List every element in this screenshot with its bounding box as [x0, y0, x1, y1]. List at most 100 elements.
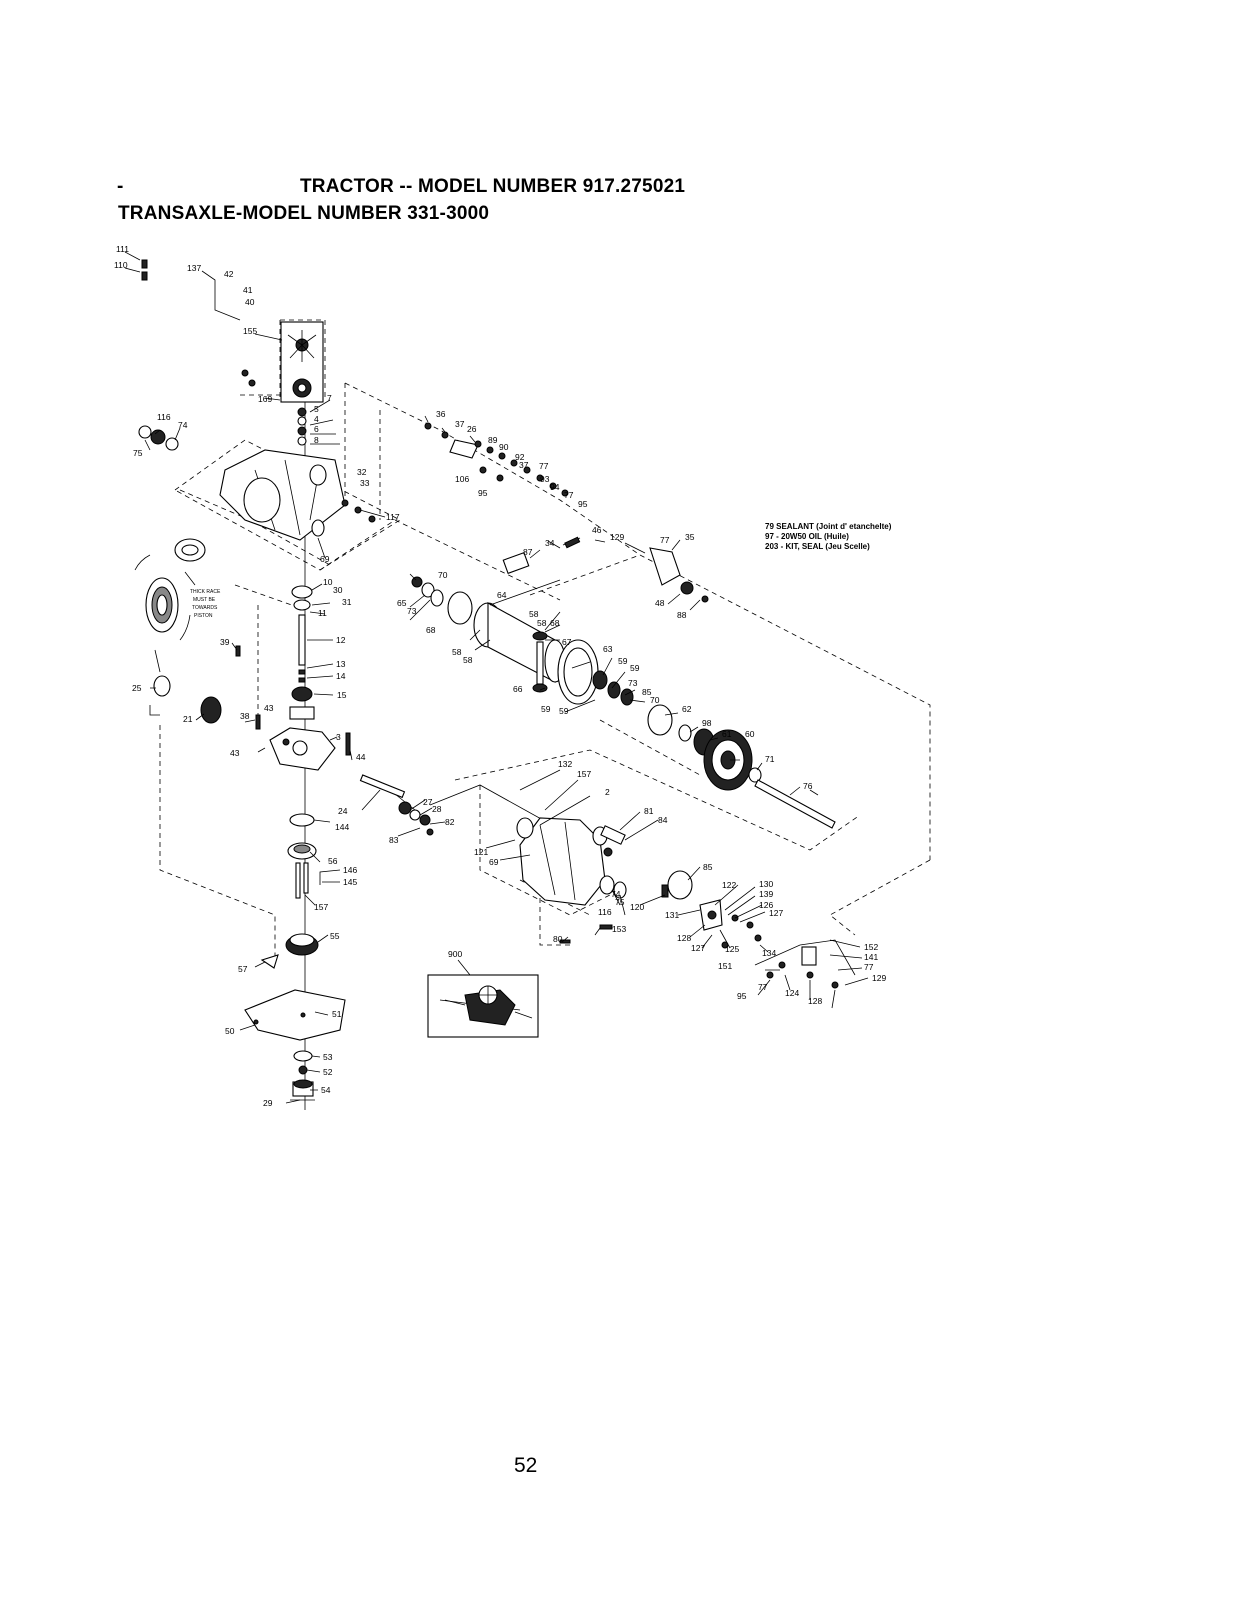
callout: 52 — [323, 1067, 333, 1077]
callout: 59 — [618, 656, 628, 666]
o-ring-144 — [289, 813, 315, 827]
shift-bracket-35 — [649, 547, 681, 586]
callout: 90 — [499, 442, 509, 452]
callout: 26 — [467, 424, 477, 434]
callout: 157 — [314, 902, 328, 912]
callout: 44 — [356, 752, 366, 762]
callout: 73 — [407, 606, 417, 616]
main-housing — [219, 449, 346, 541]
callout: 77 — [864, 962, 874, 972]
callout: 2 — [605, 787, 610, 797]
callout: 15 — [337, 690, 347, 700]
callout: 124 — [785, 988, 799, 998]
callout: 145 — [343, 877, 357, 887]
callout: 59 — [630, 663, 640, 673]
callout: 125 — [725, 944, 739, 954]
callout: 58 — [537, 618, 547, 628]
callout: 40 — [245, 297, 255, 307]
callout: 65 — [397, 598, 407, 608]
callout: 134 — [762, 948, 776, 958]
callout: 51 — [332, 1009, 342, 1019]
callout: 77 — [758, 982, 768, 992]
callout: 13 — [336, 659, 346, 669]
thrust-race-note: THICK RACE MUST BE TOWARDS PISTON — [184, 571, 221, 619]
callout: 153 — [612, 924, 626, 934]
callout: 130 — [759, 879, 773, 889]
seal-116 — [150, 429, 166, 445]
lower-housing-assembly — [359, 774, 856, 989]
thrust-washer-62 — [647, 704, 673, 736]
housing-bore — [243, 477, 281, 523]
callout: 74 — [178, 420, 188, 430]
note-line-2: MUST BE — [193, 597, 216, 603]
callout: 131 — [665, 910, 679, 920]
callout: 141 — [864, 952, 878, 962]
callout: 35 — [685, 532, 695, 542]
callout: 151 — [718, 961, 732, 971]
callout: 11 — [318, 608, 327, 618]
callout: 157 — [577, 769, 591, 779]
callout: 70 — [438, 570, 448, 580]
callout: 63 — [603, 644, 613, 654]
callout: 33 — [360, 478, 370, 488]
axle-tube — [487, 602, 556, 683]
callout: 27 — [423, 797, 433, 807]
callout: 98 — [702, 718, 712, 728]
callout: 116 — [598, 907, 612, 917]
callout-labels: 111 110 137 42 41 40 169 155 7 5 4 6 8 1… — [114, 244, 886, 1108]
callout: 87 — [523, 547, 533, 557]
callout: 41 — [243, 285, 253, 295]
callout: 34 — [545, 538, 555, 548]
input-shaft-parts — [341, 422, 569, 523]
note-line-1: THICK RACE — [190, 589, 221, 595]
callout: 5 — [314, 404, 319, 414]
callout: 70 — [650, 695, 660, 705]
callout: 144 — [335, 822, 349, 832]
callout: 32 — [357, 467, 367, 477]
callout: 95 — [737, 991, 747, 1001]
callout: 31 — [342, 597, 352, 607]
callout: 56 — [328, 856, 338, 866]
callout: 7 — [327, 393, 332, 403]
callout: 127 — [769, 908, 783, 918]
callout: 77 — [660, 535, 670, 545]
callout: 94 — [550, 482, 560, 492]
callout: 169 — [258, 394, 272, 404]
callout: 152 — [864, 942, 878, 952]
callout: 110 — [114, 260, 128, 270]
pump-shaft — [298, 614, 306, 666]
callout: 10 — [323, 577, 333, 587]
parts-notes: 79 SEALANT (Joint d' etanchelte) 97 - 20… — [765, 522, 891, 552]
callout: 73 — [628, 678, 638, 688]
callout: 37 — [519, 460, 529, 470]
callout: 93 — [540, 474, 550, 484]
callout: 48 — [655, 598, 665, 608]
callout: 126 — [759, 900, 773, 910]
callout: 30 — [333, 585, 343, 595]
callout: 75 — [133, 448, 143, 458]
left-bearings — [134, 538, 222, 724]
note-seal-kit: 203 - KIT, SEAL (Jeu Scelle) — [765, 542, 870, 551]
pump-shaft-stack — [235, 585, 351, 1101]
note-sealant: 79 SEALANT (Joint d' etanchelte) — [765, 522, 892, 531]
o-ring-68 — [447, 591, 473, 625]
callout: 57 — [238, 964, 248, 974]
callout: 59 — [559, 706, 569, 716]
callout: 55 — [330, 931, 340, 941]
callout: 29 — [263, 1098, 273, 1108]
callout: 43 — [230, 748, 240, 758]
callout: 85 — [703, 862, 713, 872]
callout: 120 — [630, 902, 644, 912]
callout: 127 — [691, 943, 705, 953]
callout: 132 — [558, 759, 572, 769]
callout: 64 — [497, 590, 507, 600]
pinion-gear-top — [532, 631, 548, 641]
callout: 67 — [562, 637, 572, 647]
callout: 59 — [541, 704, 551, 714]
callout: 3 — [336, 732, 341, 742]
callout: 88 — [677, 610, 687, 620]
callout: 82 — [445, 817, 455, 827]
callout: 25 — [132, 683, 142, 693]
callout: 128 — [808, 996, 822, 1006]
